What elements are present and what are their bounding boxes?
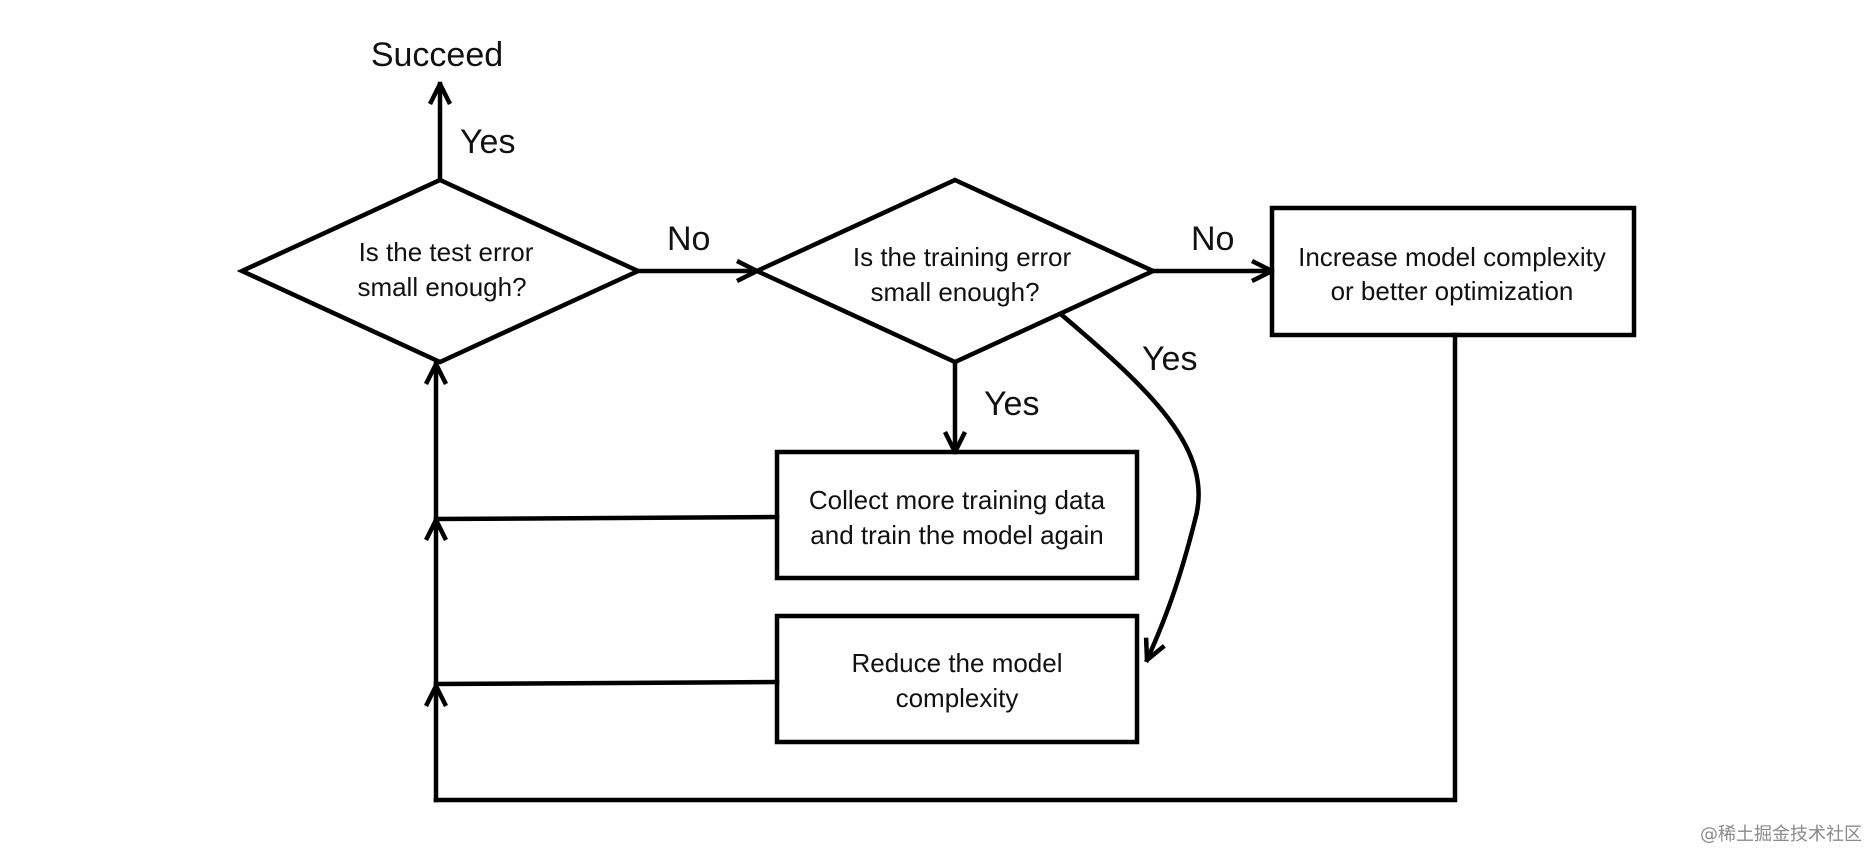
collect-box-label-line2: and train the model again	[810, 520, 1103, 550]
training-decision-label-line2: small enough?	[870, 277, 1039, 307]
edge-label-training-yes-curve: Yes	[1142, 340, 1197, 378]
edge-label-test-yes: Yes	[460, 123, 515, 161]
training-decision-label-line1: Is the training error	[853, 242, 1072, 272]
feedback-reduce-line	[433, 679, 780, 687]
edge-label-test-no: No	[667, 220, 710, 258]
feedback-collect-line	[433, 514, 780, 522]
arrow-training-yes-to-reduce	[1059, 312, 1201, 660]
test-decision-label-line1: Is the test error	[359, 237, 534, 267]
increase-box-label-line2: or better optimization	[1331, 276, 1574, 306]
edge-label-training-no: No	[1191, 220, 1234, 258]
reduce-box-label-line2: complexity	[896, 683, 1019, 713]
collect-data-box	[774, 449, 1140, 581]
succeed-label: Succeed	[371, 36, 503, 74]
test-decision-label-line2: small enough?	[357, 272, 526, 302]
loop-increase-back	[433, 332, 1458, 803]
reduce-box-label-line1: Reduce the model	[851, 648, 1062, 678]
increase-complexity-box	[1269, 205, 1637, 338]
collect-box-label-line1: Collect more training data	[809, 485, 1106, 515]
increase-box-label-line1: Increase model complexity	[1298, 242, 1606, 272]
reduce-complexity-box	[774, 613, 1140, 745]
watermark: @稀土掘金技术社区	[1700, 824, 1862, 845]
edge-label-training-yes-down: Yes	[984, 385, 1039, 423]
test-error-decision	[236, 177, 644, 365]
